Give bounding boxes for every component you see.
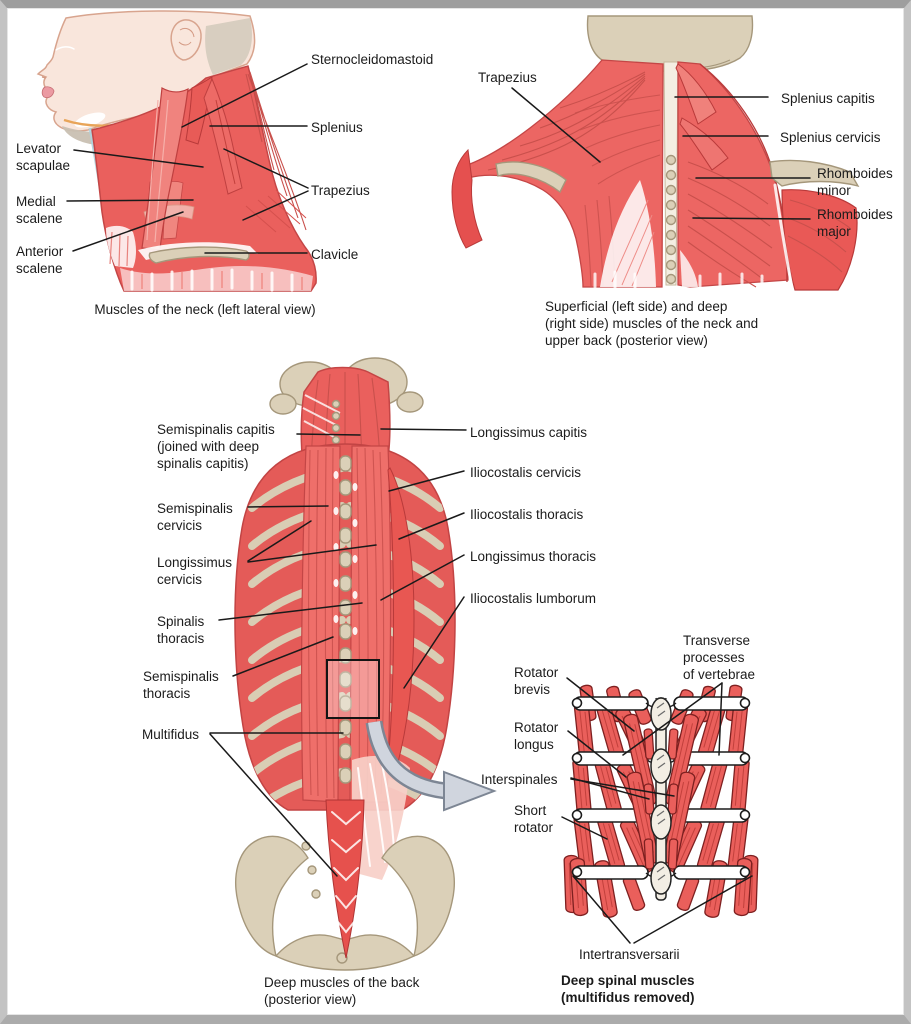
neck-lateral-illustration xyxy=(36,10,317,292)
label-trapezius-posterior: Trapezius xyxy=(478,70,537,85)
label-rhomboides-minor: Rhomboides minor xyxy=(817,166,893,198)
caption-neck-posterior: Superficial (left side) and deep (right … xyxy=(545,299,759,348)
ear-icon xyxy=(170,19,202,61)
label-semispinalis-thoracis: Semispinalis thoracis xyxy=(143,669,219,701)
leader-lines xyxy=(66,63,811,944)
trapezius-muscle xyxy=(467,59,664,288)
label-multifidus: Multifidus xyxy=(142,727,200,742)
inset-zoom-arrow xyxy=(365,720,497,812)
deep-back-illustration xyxy=(234,357,497,971)
label-levator-scapulae: Levator scapulae xyxy=(16,141,71,173)
label-iliocostalis-lumborum: Iliocostalis lumborum xyxy=(470,591,597,606)
label-splenius: Splenius xyxy=(311,120,363,135)
vertebral-column xyxy=(650,697,672,901)
caption-deep-back: Deep muscles of the back (posterior view… xyxy=(264,975,420,1007)
label-spinalis-thoracis: Spinalis thoracis xyxy=(157,614,205,646)
label-iliocostalis-thoracis: Iliocostalis thoracis xyxy=(470,507,584,522)
label-semispinalis-capitis: Semispinalis capitis (joined with deep s… xyxy=(157,422,275,471)
label-longissimus-cervicis: Longissimus cervicis xyxy=(157,555,233,587)
iliocostalis-band xyxy=(386,467,415,773)
clavicle-bone xyxy=(148,246,250,264)
muscle-slips-right xyxy=(662,685,758,919)
label-iliocostalis-cervicis: Iliocostalis cervicis xyxy=(470,465,582,480)
skull-shadow xyxy=(205,18,252,75)
label-trapezius-lateral: Trapezius xyxy=(311,183,370,198)
scapular-spine-bone xyxy=(495,161,567,194)
label-transverse-processes: Transverse processes of vertebrae xyxy=(683,633,756,682)
vertebra-beads xyxy=(665,154,677,285)
label-medial-scalene: Medial scalene xyxy=(16,194,63,226)
label-longissimus-thoracis: Longissimus thoracis xyxy=(470,549,597,564)
erector-left xyxy=(300,445,341,803)
caption-neck-lateral: Muscles of the neck (left lateral view) xyxy=(94,302,316,317)
label-short-rotator: Short rotator xyxy=(514,803,554,835)
label-intertransversarii: Intertransversarii xyxy=(579,947,680,962)
label-splenius-cervicis: Splenius cervicis xyxy=(780,130,881,145)
label-splenius-capitis: Splenius capitis xyxy=(781,91,875,106)
label-clavicle: Clavicle xyxy=(311,247,359,262)
inset-region-box xyxy=(326,659,380,719)
label-rotator-brevis: Rotator brevis xyxy=(514,665,559,697)
neck-upper-back-illustration xyxy=(451,15,860,291)
label-sternocleidomastoid: Sternocleidomastoid xyxy=(311,52,434,67)
lips xyxy=(41,86,55,99)
fascia-flecks xyxy=(333,471,358,635)
label-interspinales: Interspinales xyxy=(481,772,558,787)
spinous-processes xyxy=(339,455,352,784)
scapula-bone xyxy=(769,159,860,188)
deep-spinal-illustration xyxy=(564,685,758,919)
label-rotator-longus: Rotator longus xyxy=(514,720,559,752)
caption-deep-spinal: Deep spinal muscles (multifidus removed) xyxy=(561,973,695,1005)
label-anterior-scalene: Anterior scalene xyxy=(16,244,64,276)
label-longissimus-capitis: Longissimus capitis xyxy=(470,425,588,440)
label-semispinalis-cervicis: Semispinalis cervicis xyxy=(157,501,233,533)
sternocleidomastoid-muscle xyxy=(141,87,189,251)
label-rhomboides-major: Rhomboides major xyxy=(817,207,893,239)
